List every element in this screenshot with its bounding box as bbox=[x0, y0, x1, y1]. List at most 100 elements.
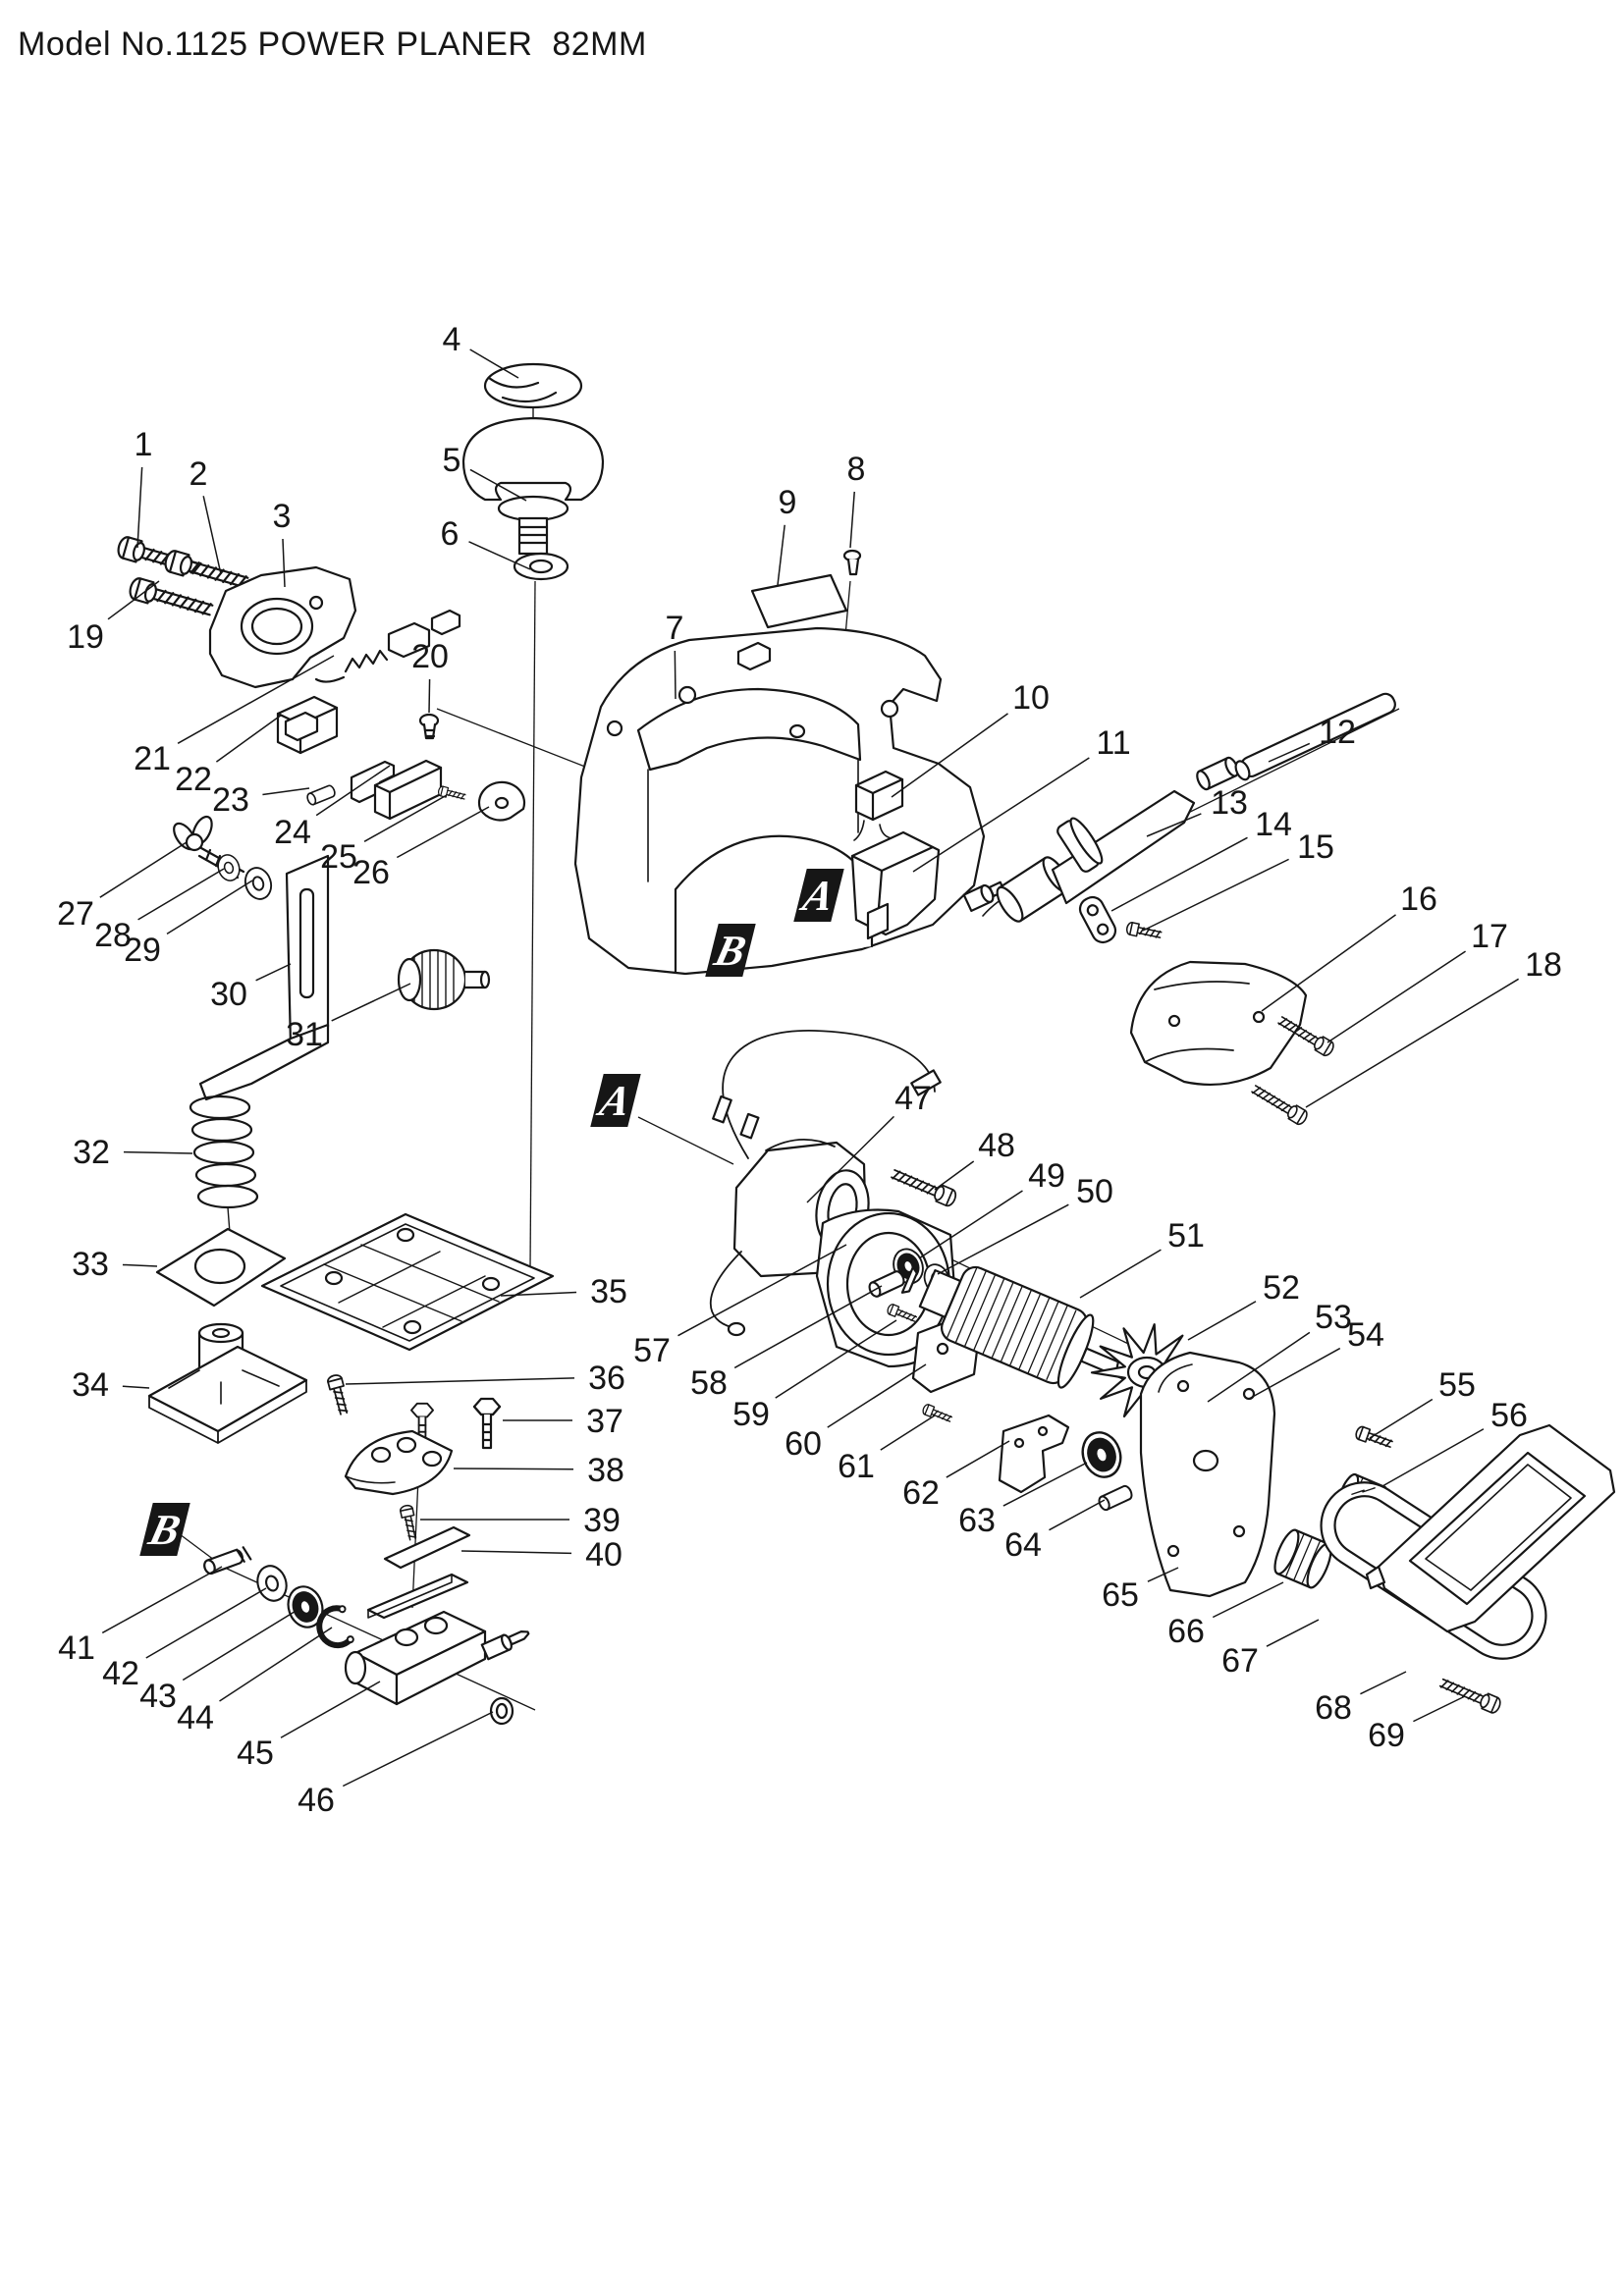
leader-line-part-6 bbox=[468, 541, 531, 570]
part-number-label-59: 59 bbox=[732, 1396, 770, 1433]
leader-line-part-28 bbox=[137, 868, 225, 921]
leader-line-part-22 bbox=[215, 714, 283, 763]
part-number-label-31: 31 bbox=[286, 1016, 323, 1053]
part-number-label-32: 32 bbox=[73, 1134, 110, 1171]
section-marker-box bbox=[139, 1503, 190, 1556]
leader-line-part-10 bbox=[891, 713, 1008, 798]
part-number-label-61: 61 bbox=[838, 1448, 875, 1485]
leader-line-part-58 bbox=[733, 1285, 883, 1369]
leader-line-part-56 bbox=[1381, 1428, 1485, 1487]
part-number-label-52: 52 bbox=[1263, 1269, 1300, 1307]
leader-line-part-52 bbox=[1187, 1301, 1257, 1341]
leader-line-part-51 bbox=[1079, 1249, 1162, 1299]
leader-line-part-41 bbox=[101, 1566, 223, 1634]
leader-line-part-1 bbox=[136, 466, 143, 549]
part-number-label-46: 46 bbox=[298, 1782, 335, 1819]
leader-line-part-13 bbox=[1146, 813, 1202, 837]
part-number-label-27: 27 bbox=[57, 895, 94, 933]
part-number-label-21: 21 bbox=[134, 740, 171, 777]
leader-line-part-48 bbox=[934, 1160, 975, 1191]
leader-line-part-12 bbox=[1268, 742, 1311, 763]
leader-line-part-45 bbox=[280, 1681, 381, 1738]
part-number-label-37: 37 bbox=[586, 1403, 623, 1440]
part-number-label-28: 28 bbox=[94, 917, 132, 954]
part-number-label-35: 35 bbox=[590, 1273, 627, 1310]
leader-line-part-29 bbox=[166, 880, 253, 934]
part-number-label-30: 30 bbox=[210, 976, 247, 1013]
leader-line-part-5 bbox=[469, 468, 527, 502]
part-number-label-6: 6 bbox=[441, 515, 460, 553]
leader-line-part-3 bbox=[282, 538, 286, 588]
part-number-label-45: 45 bbox=[237, 1735, 274, 1772]
section-marker-b-1: B bbox=[705, 924, 756, 977]
leader-line-part-50 bbox=[937, 1203, 1069, 1275]
part-number-label-64: 64 bbox=[1004, 1526, 1042, 1564]
part-number-label-54: 54 bbox=[1347, 1316, 1384, 1354]
part-number-label-60: 60 bbox=[785, 1425, 822, 1463]
section-marker-b-3: B bbox=[139, 1503, 190, 1556]
part-number-label-50: 50 bbox=[1076, 1173, 1113, 1210]
part-number-label-40: 40 bbox=[585, 1536, 623, 1574]
exploded-parts-art bbox=[115, 362, 1616, 1726]
leader-line-part-66 bbox=[1212, 1581, 1284, 1619]
part-number-label-9: 9 bbox=[779, 484, 797, 521]
leader-line-part-25 bbox=[363, 794, 448, 842]
part-number-label-36: 36 bbox=[588, 1360, 625, 1397]
leader-line-part-62 bbox=[946, 1440, 1010, 1478]
part-number-label-29: 29 bbox=[124, 932, 161, 969]
leader-line-part-44 bbox=[219, 1627, 333, 1702]
leader-line-part-19 bbox=[107, 580, 160, 620]
part-number-label-68: 68 bbox=[1315, 1689, 1352, 1727]
leader-line-part-18 bbox=[1305, 978, 1519, 1108]
part-number-label-17: 17 bbox=[1471, 918, 1508, 955]
part-number-label-51: 51 bbox=[1167, 1217, 1205, 1255]
leader-line-part-34 bbox=[122, 1385, 150, 1389]
leader-line-part-53 bbox=[1207, 1331, 1311, 1403]
leader-line-part-16 bbox=[1261, 914, 1396, 1012]
part-number-label-44: 44 bbox=[177, 1699, 214, 1736]
leader-line-part-38 bbox=[453, 1468, 574, 1470]
part-number-label-11: 11 bbox=[1096, 724, 1130, 762]
leader-line-part-2 bbox=[202, 496, 222, 575]
part-number-label-47: 47 bbox=[894, 1080, 932, 1117]
leader-line-part-23 bbox=[262, 787, 310, 796]
part-number-label-24: 24 bbox=[274, 814, 311, 851]
part-number-label-16: 16 bbox=[1400, 881, 1437, 918]
part-number-label-57: 57 bbox=[633, 1332, 671, 1369]
part-number-label-10: 10 bbox=[1012, 679, 1050, 717]
leader-line-part-46 bbox=[342, 1711, 494, 1788]
part-number-label-43: 43 bbox=[139, 1678, 177, 1715]
leader-line-part-17 bbox=[1326, 950, 1466, 1043]
part-number-label-7: 7 bbox=[666, 610, 684, 647]
leader-line-part-68 bbox=[1360, 1671, 1407, 1695]
leader-line-part-63 bbox=[1002, 1462, 1088, 1507]
section-marker-box bbox=[705, 924, 756, 977]
part-number-label-1: 1 bbox=[135, 426, 153, 463]
part-number-label-22: 22 bbox=[175, 761, 212, 798]
part-number-label-4: 4 bbox=[443, 321, 461, 358]
part-number-label-5: 5 bbox=[443, 442, 461, 479]
part-number-label-69: 69 bbox=[1368, 1717, 1405, 1754]
part-number-label-65: 65 bbox=[1102, 1576, 1139, 1614]
leader-line-part-61 bbox=[880, 1415, 936, 1451]
leader-line-part-55 bbox=[1369, 1398, 1434, 1439]
leader-line-part-69 bbox=[1413, 1695, 1466, 1723]
leader-line-part-40 bbox=[460, 1550, 572, 1555]
leader-line-part-54 bbox=[1248, 1347, 1341, 1400]
part-number-label-12: 12 bbox=[1319, 714, 1356, 751]
part-number-label-2: 2 bbox=[189, 455, 208, 493]
part-number-label-58: 58 bbox=[690, 1364, 728, 1402]
leader-line-part-11 bbox=[912, 757, 1090, 873]
leader-line-part-31 bbox=[331, 983, 411, 1022]
leader-line-part-30 bbox=[255, 963, 292, 982]
part-number-label-3: 3 bbox=[273, 498, 292, 535]
part-number-label-56: 56 bbox=[1490, 1397, 1528, 1434]
leader-line-part-42 bbox=[145, 1587, 267, 1659]
part-number-label-63: 63 bbox=[958, 1502, 996, 1539]
part-number-label-23: 23 bbox=[212, 781, 249, 819]
part-number-label-41: 41 bbox=[58, 1629, 95, 1667]
part-number-label-8: 8 bbox=[847, 451, 866, 488]
